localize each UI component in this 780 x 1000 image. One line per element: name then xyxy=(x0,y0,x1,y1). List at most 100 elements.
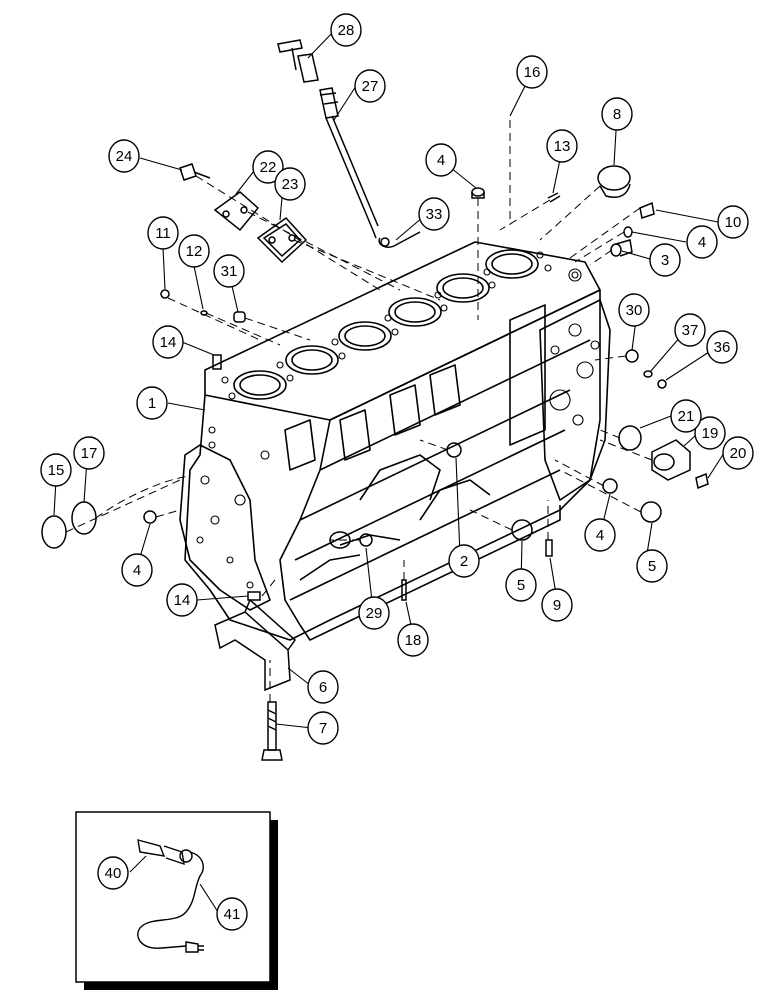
callout-20: 20 xyxy=(722,436,754,470)
callout-number: 18 xyxy=(405,632,422,649)
callout-circle xyxy=(694,416,726,450)
callout-number: 31 xyxy=(221,263,238,280)
callout-circle xyxy=(108,139,140,173)
callout-number: 15 xyxy=(48,462,65,479)
dipstick-assembly xyxy=(277,39,421,249)
callout-circle xyxy=(418,197,450,231)
callout-3: 3 xyxy=(649,243,681,277)
callout-number: 7 xyxy=(319,720,327,737)
callout-number: 10 xyxy=(725,214,742,231)
callout-circle xyxy=(121,553,153,587)
callout-4: 4 xyxy=(425,143,457,177)
callout-number: 12 xyxy=(186,243,203,260)
callout-6: 6 xyxy=(307,670,339,704)
callout-number: 8 xyxy=(613,106,621,123)
callout-circle xyxy=(136,386,168,420)
callout-number: 3 xyxy=(661,252,669,269)
callout-number: 1 xyxy=(148,395,156,412)
callout-number: 17 xyxy=(81,445,98,462)
callout-22: 22 xyxy=(252,150,284,184)
callout-circle xyxy=(213,254,245,288)
callout-number: 11 xyxy=(155,225,171,242)
callout-number: 9 xyxy=(553,597,561,614)
callout-number: 40 xyxy=(105,865,122,882)
callout-circle xyxy=(649,243,681,277)
callout-number: 24 xyxy=(116,148,133,165)
callout-circle xyxy=(307,670,339,704)
callout-circle xyxy=(152,325,184,359)
callout-number: 28 xyxy=(338,22,355,39)
callout-30: 30 xyxy=(618,293,650,327)
callout-40: 40 xyxy=(97,856,129,890)
callout-circle xyxy=(73,436,105,470)
callout-number: 4 xyxy=(437,152,445,169)
callout-number: 6 xyxy=(319,679,327,696)
callout-circle xyxy=(425,143,457,177)
callout-number: 5 xyxy=(648,558,656,575)
callout-28: 28 xyxy=(330,13,362,47)
callout-4: 4 xyxy=(584,518,616,552)
callout-number: 13 xyxy=(554,138,571,155)
callout-circle xyxy=(178,234,210,268)
callout-21: 21 xyxy=(670,399,702,433)
callout-number: 37 xyxy=(682,322,699,339)
callout-number: 20 xyxy=(730,445,747,462)
callout-24: 24 xyxy=(108,139,140,173)
callout-circle xyxy=(541,588,573,622)
callout-7: 7 xyxy=(307,711,339,745)
callout-number: 27 xyxy=(362,78,379,95)
callout-14: 14 xyxy=(152,325,184,359)
callout-circle xyxy=(505,568,537,602)
callout-12: 12 xyxy=(178,234,210,268)
callout-circle xyxy=(97,856,129,890)
callout-10: 10 xyxy=(717,205,749,239)
callout-2: 2 xyxy=(448,544,480,578)
callout-circle xyxy=(636,549,668,583)
callout-16: 16 xyxy=(516,55,548,89)
callout-leader-lines xyxy=(53,29,725,729)
inset-leader-40 xyxy=(129,855,147,873)
callout-number: 36 xyxy=(714,339,731,356)
callout-number: 30 xyxy=(626,302,643,319)
callout-circle xyxy=(584,518,616,552)
callout-circle xyxy=(618,293,650,327)
callout-circle xyxy=(448,544,480,578)
callout-circle xyxy=(601,97,633,131)
callout-5: 5 xyxy=(505,568,537,602)
inset-panel xyxy=(75,811,278,990)
callout-4: 4 xyxy=(121,553,153,587)
callout-circle xyxy=(670,399,702,433)
small-parts xyxy=(41,163,709,761)
callout-circle xyxy=(330,13,362,47)
callout-number: 29 xyxy=(366,605,383,622)
callout-circle xyxy=(252,150,284,184)
callout-11: 11 xyxy=(147,216,179,250)
callout-number: 2 xyxy=(460,553,468,570)
cylinder-block xyxy=(179,241,611,641)
callout-9: 9 xyxy=(541,588,573,622)
callout-number: 22 xyxy=(260,159,277,176)
callout-circle xyxy=(147,216,179,250)
callout-circle xyxy=(706,330,738,364)
callout-1: 1 xyxy=(136,386,168,420)
callout-number: 14 xyxy=(160,334,177,351)
callout-8: 8 xyxy=(601,97,633,131)
callout-number: 33 xyxy=(426,206,443,223)
leader-dash-lines xyxy=(65,120,653,702)
callout-number: 23 xyxy=(282,176,299,193)
callout-number: 4 xyxy=(596,527,604,544)
callout-circle xyxy=(674,313,706,347)
inset-leader-41 xyxy=(199,883,219,913)
callout-circle xyxy=(358,596,390,630)
callout-number: 5 xyxy=(517,577,525,594)
callout-circle xyxy=(686,225,718,259)
callout-circle xyxy=(516,55,548,89)
callout-17: 17 xyxy=(73,436,105,470)
callout-19: 19 xyxy=(694,416,726,450)
callout-number: 16 xyxy=(524,64,541,81)
callout-circle xyxy=(216,897,248,931)
callout-number: 21 xyxy=(678,408,695,425)
callout-41: 41 xyxy=(216,897,248,931)
callout-29: 29 xyxy=(358,596,390,630)
